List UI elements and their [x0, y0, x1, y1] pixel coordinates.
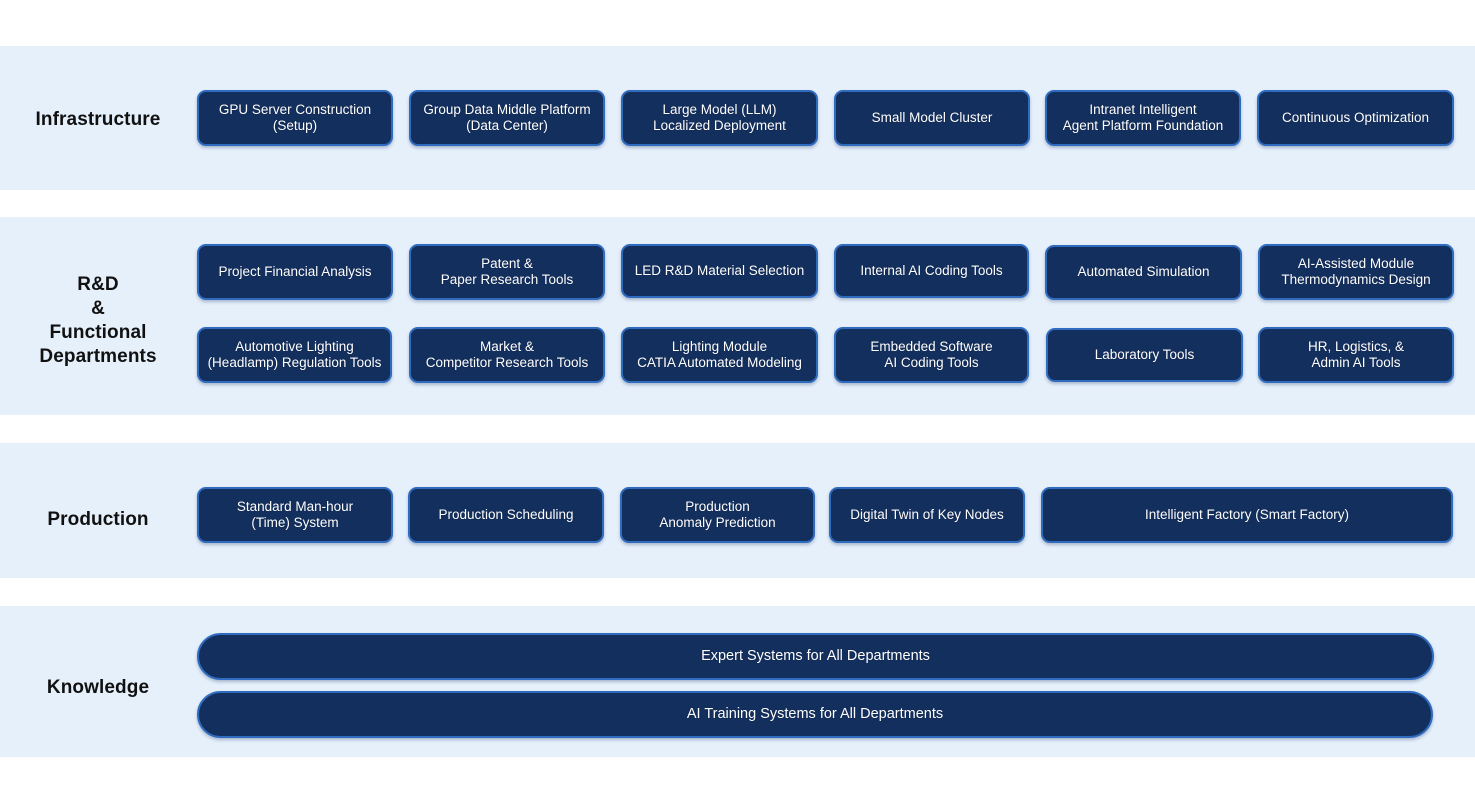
- node-small-model-cluster[interactable]: Small Model Cluster: [834, 90, 1030, 146]
- node-production-anomaly-prediction[interactable]: Production Anomaly Prediction: [620, 487, 815, 543]
- node-hr-logistics-admin-ai-tools[interactable]: HR, Logistics, & Admin AI Tools: [1258, 327, 1454, 383]
- node-embedded-software-ai-coding-tools[interactable]: Embedded Software AI Coding Tools: [834, 327, 1029, 383]
- node-project-financial-analysis[interactable]: Project Financial Analysis: [197, 244, 393, 300]
- node-group-data-middle-platform[interactable]: Group Data Middle Platform (Data Center): [409, 90, 605, 146]
- node-digital-twin-of-key-nodes[interactable]: Digital Twin of Key Nodes: [829, 487, 1025, 543]
- node-led-rnd-material-selection[interactable]: LED R&D Material Selection: [621, 244, 818, 298]
- row-label-production: Production: [47, 509, 149, 530]
- node-gpu-server-construction[interactable]: GPU Server Construction (Setup): [197, 90, 393, 146]
- node-laboratory-tools[interactable]: Laboratory Tools: [1046, 328, 1243, 382]
- node-internal-ai-coding-tools[interactable]: Internal AI Coding Tools: [834, 244, 1029, 298]
- row-label-knowledge: Knowledge: [46, 677, 150, 698]
- node-market-competitor-research-tools[interactable]: Market & Competitor Research Tools: [409, 327, 605, 383]
- node-large-model-llm-localized-deployment[interactable]: Large Model (LLM) Localized Deployment: [621, 90, 818, 146]
- node-patent-paper-research-tools[interactable]: Patent & Paper Research Tools: [409, 244, 605, 300]
- node-intelligent-factory-smart-factory[interactable]: Intelligent Factory (Smart Factory): [1041, 487, 1453, 543]
- node-ai-assisted-module-thermodynamics-design[interactable]: AI-Assisted Module Thermodynamics Design: [1258, 244, 1454, 300]
- node-production-scheduling[interactable]: Production Scheduling: [408, 487, 604, 543]
- row-label-rnd-functional-departments: R&D & Functional Departments: [39, 274, 157, 367]
- node-automotive-lighting-headlamp-regulation-tools[interactable]: Automotive Lighting (Headlamp) Regulatio…: [197, 327, 392, 383]
- node-expert-systems-for-all-departments[interactable]: Expert Systems for All Departments: [197, 633, 1434, 680]
- node-lighting-module-catia-automated-modeling[interactable]: Lighting Module CATIA Automated Modeling: [621, 327, 818, 383]
- row-label-infrastructure: Infrastructure: [35, 109, 161, 130]
- node-automated-simulation[interactable]: Automated Simulation: [1045, 245, 1242, 300]
- node-intranet-intelligent-agent-platform-foundation[interactable]: Intranet Intelligent Agent Platform Foun…: [1045, 90, 1241, 146]
- node-continuous-optimization[interactable]: Continuous Optimization: [1257, 90, 1454, 146]
- node-standard-man-hour-time-system[interactable]: Standard Man-hour (Time) System: [197, 487, 393, 543]
- node-ai-training-systems-for-all-departments[interactable]: AI Training Systems for All Departments: [197, 691, 1433, 738]
